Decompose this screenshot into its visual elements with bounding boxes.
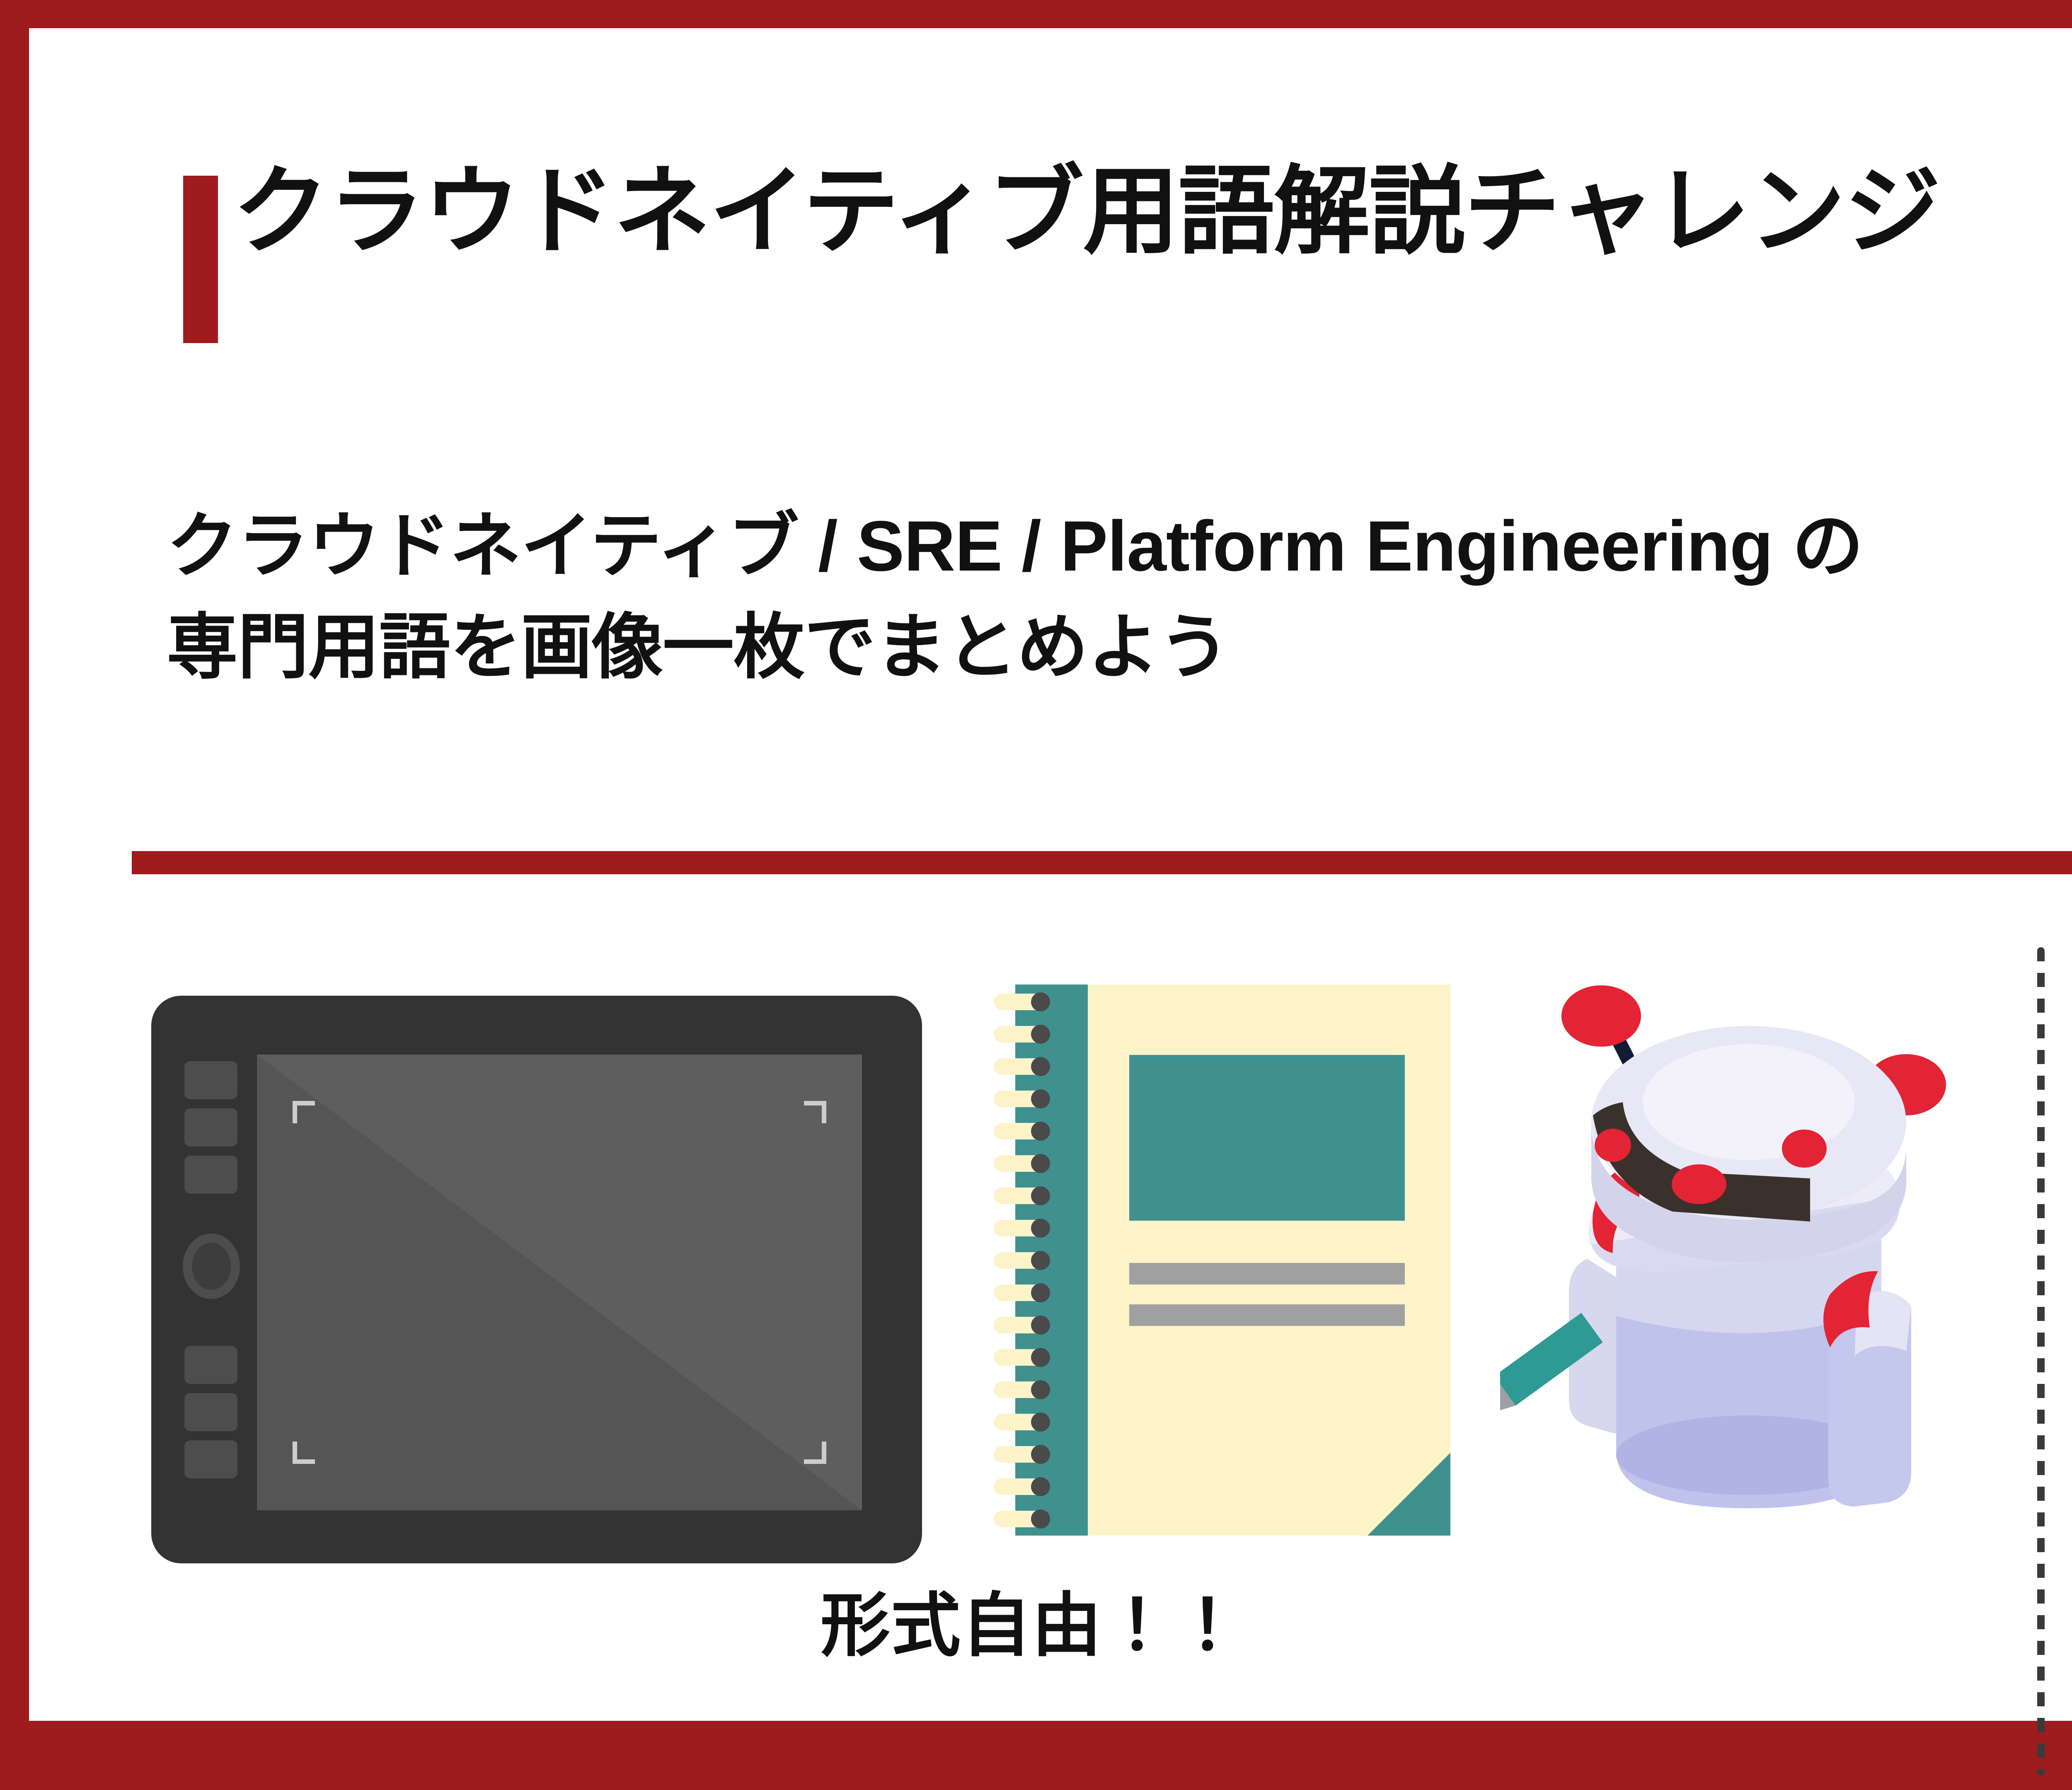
subtitle-line-2: 専門用語を画像一枚でまとめよう xyxy=(167,607,1230,687)
tablet-corner-mark-top-left xyxy=(293,1101,315,1123)
notebook-spiral-ring xyxy=(994,992,1050,1011)
tablet-button-1 xyxy=(184,1061,237,1099)
notebook-spiral-ring xyxy=(994,1283,1050,1302)
tablet-button-6 xyxy=(184,1440,237,1478)
notebook-spiral-ring xyxy=(994,1477,1050,1496)
notebook-folded-corner xyxy=(1368,1453,1450,1536)
notebook-text-line-2 xyxy=(1129,1304,1405,1326)
tablet-button-3 xyxy=(184,1156,237,1194)
notebook-spiral-ring xyxy=(994,1219,1050,1238)
tablet-corner-mark-bottom-right xyxy=(804,1442,826,1464)
tablet-button-2 xyxy=(184,1108,237,1147)
robot-with-pen-icon xyxy=(1500,965,1989,1574)
page-subtitle: クラウドネイティブ / SRE / Platform Engineering の… xyxy=(167,496,1864,698)
notebook-spiral-ring xyxy=(994,1186,1050,1205)
tablet-glare xyxy=(257,1055,862,1510)
notebook-spiral-ring xyxy=(994,1348,1050,1367)
notebook-spiral-ring xyxy=(994,1380,1050,1399)
notebook-spiral-ring xyxy=(994,1122,1050,1141)
notebook-text-line-1 xyxy=(1129,1263,1405,1284)
notebook-spiral-ring xyxy=(994,1154,1050,1173)
section-divider xyxy=(132,851,2072,874)
notebook-spiral-ring xyxy=(994,1445,1050,1464)
tablet-ring-control xyxy=(183,1234,240,1299)
caption-left: 形式自由！！ xyxy=(821,1587,1243,1664)
notebook-spiral-ring xyxy=(994,1089,1050,1108)
title-accent-bar xyxy=(183,176,218,343)
notebook-spiral-ring xyxy=(994,1316,1050,1335)
vertical-dashed-divider xyxy=(2037,947,2045,1776)
tablet-button-5 xyxy=(184,1393,237,1431)
notebook-spiral-ring xyxy=(994,1251,1050,1270)
tablet-corner-mark-bottom-left xyxy=(293,1442,315,1464)
notebook-spiral-ring xyxy=(994,1025,1050,1044)
spiral-notebook-icon xyxy=(970,960,1450,1561)
illustration-row xyxy=(133,956,1997,1586)
tablet-button-4 xyxy=(184,1346,237,1384)
tablet-drawing-surface xyxy=(257,1055,862,1510)
notebook-image-block xyxy=(1129,1055,1405,1221)
page-title: クラウドネイティブ用語解説チャレンジ xyxy=(233,158,1941,265)
drawing-tablet-icon xyxy=(151,996,922,1563)
notebook-spiral-ring xyxy=(994,1057,1050,1076)
tablet-corner-mark-top-right xyxy=(804,1101,826,1123)
slide-canvas: クラウドネイティブ用語解説チャレンジ クラウドネイティブ / SRE / Pla… xyxy=(29,28,2072,1776)
notebook-spiral-ring xyxy=(994,1413,1050,1432)
notebook-spiral-ring xyxy=(994,1509,1050,1529)
subtitle-line-1: クラウドネイティブ / SRE / Platform Engineering の xyxy=(167,506,1864,586)
